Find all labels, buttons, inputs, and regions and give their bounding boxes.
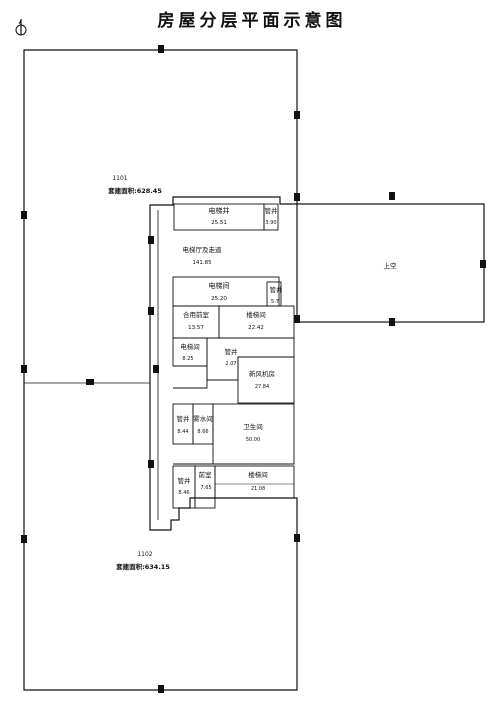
room-label: 管井: [225, 347, 239, 356]
room-label: 管井: [178, 476, 192, 485]
room-stair-low: [214, 465, 295, 499]
room-pipe-top: [263, 203, 279, 231]
room-label: 新风机房: [249, 369, 275, 378]
room-pipe-low: [172, 465, 196, 509]
room-pipe-left: [172, 403, 194, 445]
room-area: 7.65: [200, 485, 211, 491]
room-label: 雾水间: [193, 414, 213, 423]
room-label: 管井: [177, 414, 191, 423]
room-area: 8.25: [182, 356, 193, 362]
unit-1102-area: 套建面积:634.15: [116, 562, 170, 571]
room-label: 管井: [270, 285, 284, 294]
room-area: 50.00: [246, 437, 260, 443]
room-area: 2.07: [225, 361, 236, 367]
room-fresh-air: [237, 356, 295, 404]
room-area: 25.51: [211, 220, 227, 226]
room-label: 前室: [199, 470, 213, 479]
room-water: [192, 403, 214, 445]
void-label: 上空: [384, 261, 398, 270]
room-area: 3.90: [265, 220, 276, 226]
page-title: 房屋分层平面示意图: [157, 11, 347, 31]
room-label: 楼梯间: [248, 470, 268, 479]
room-label: 管井: [265, 206, 279, 215]
unit-1101-area: 套建面积:628.45: [108, 186, 162, 195]
room-area: 8.46: [178, 490, 189, 496]
room-label: 电梯间: [209, 281, 230, 290]
room-area: 141.85: [192, 260, 212, 266]
room-area: 5.7: [271, 299, 279, 305]
room-label: 电梯井: [209, 206, 230, 215]
room-area: 8.66: [197, 429, 208, 435]
room-label: 电梯厅及走道: [183, 245, 223, 254]
room-label: 卫生间: [243, 422, 263, 431]
room-area: 25.20: [211, 296, 227, 302]
unit-1102-id: 1102: [137, 551, 152, 558]
room-toilet: [212, 403, 295, 465]
room-label: 合用前室: [183, 310, 210, 319]
room-area: 27.84: [255, 384, 269, 390]
room-area: 8.44: [177, 429, 188, 435]
room-area: 13.57: [188, 325, 204, 331]
unit-1101-id: 1101: [112, 175, 127, 182]
north-arrow-icon: [15, 19, 27, 36]
room-area: 21.08: [251, 486, 265, 492]
room-area: 22.42: [248, 325, 264, 331]
room-label: 楼梯间: [246, 310, 266, 319]
room-label: 电梯间: [180, 342, 200, 351]
